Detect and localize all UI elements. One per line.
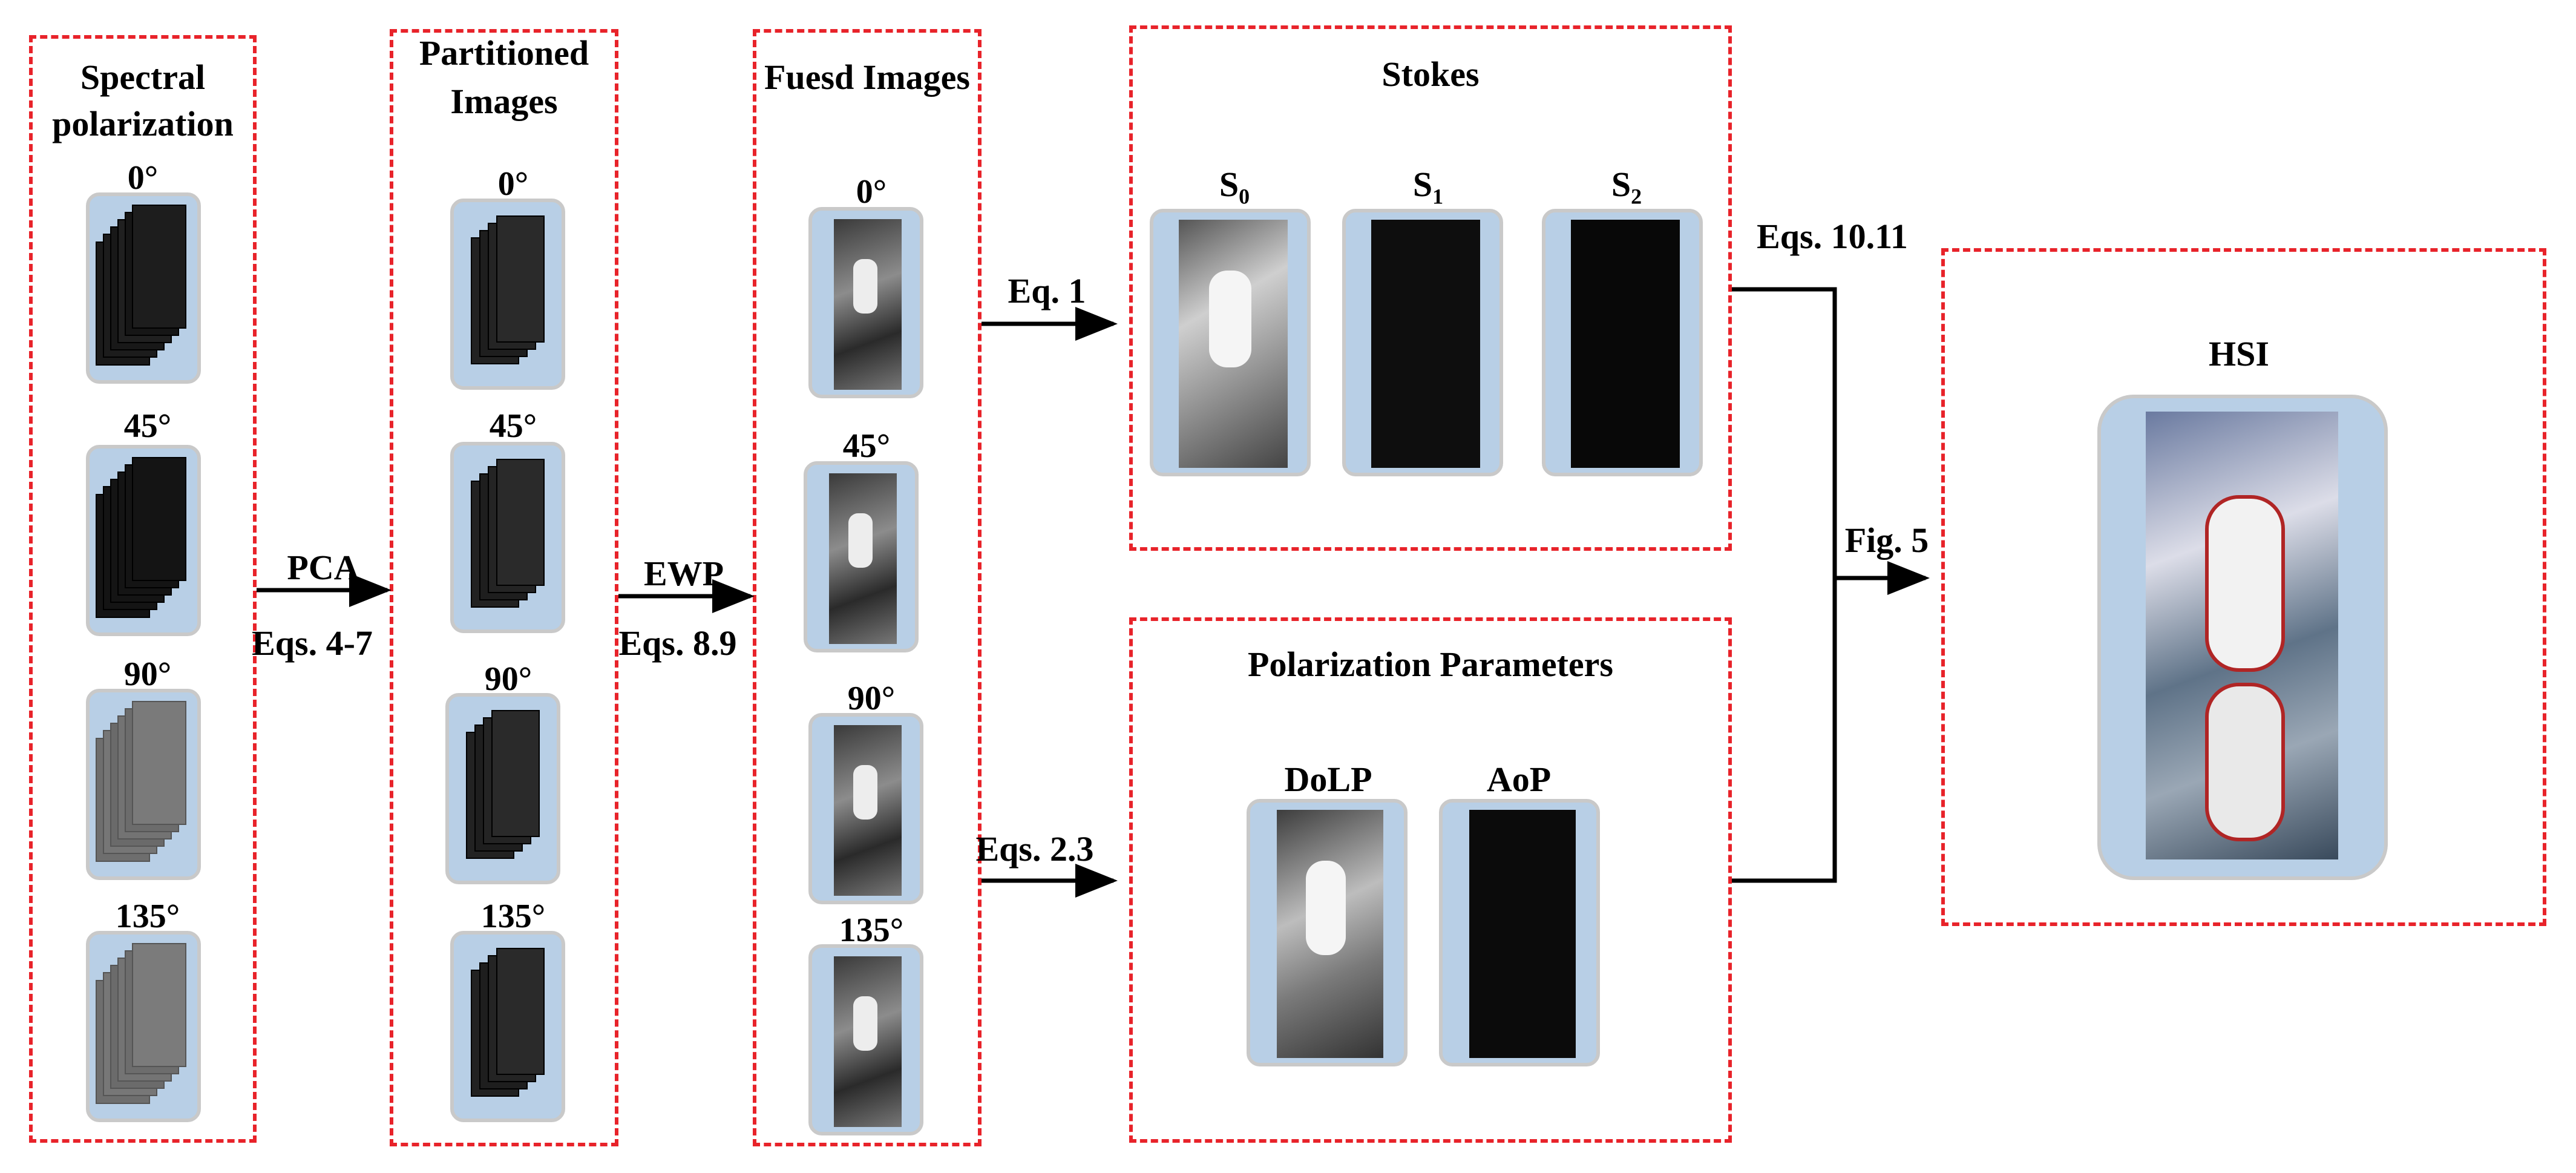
fused-title: Fuesd Images bbox=[764, 58, 970, 97]
spectral-stack-45 bbox=[86, 445, 201, 636]
partitioned-stack-135 bbox=[450, 931, 565, 1122]
pca-eqs-label: Eqs. 4-7 bbox=[252, 623, 373, 663]
partitioned-stack-45 bbox=[450, 442, 565, 633]
stokes-s2-image bbox=[1542, 209, 1703, 476]
stokes-s0-label: S0 bbox=[1219, 165, 1250, 209]
eqs23-label: Eqs. 2.3 bbox=[975, 829, 1094, 869]
hsi-image bbox=[2097, 395, 2388, 880]
dolp-image bbox=[1247, 799, 1408, 1066]
partitioned-stack-0 bbox=[450, 199, 565, 390]
stokes-s1-image bbox=[1342, 209, 1503, 476]
partitioned-angle-0: 0° bbox=[497, 165, 529, 203]
fused-angle-0: 0° bbox=[856, 173, 887, 211]
fused-images-box bbox=[753, 29, 982, 1146]
spectral-title-line2: polarization bbox=[52, 104, 234, 143]
spectral-stack-135 bbox=[86, 931, 201, 1122]
eq1-label: Eq. 1 bbox=[1008, 271, 1086, 310]
partitioned-angle-45: 45° bbox=[489, 407, 537, 445]
partitioned-angle-135: 135° bbox=[480, 898, 546, 935]
partitioned-title-line1: Partitioned bbox=[419, 33, 589, 73]
partitioned-angle-90: 90° bbox=[484, 660, 533, 698]
hsi-box bbox=[1941, 248, 2546, 926]
spectral-polarization-box bbox=[29, 35, 257, 1143]
fused-angle-135: 135° bbox=[839, 912, 904, 949]
dolp-label: DoLP bbox=[1284, 760, 1372, 799]
ewp-eqs-label: Eqs. 8.9 bbox=[618, 623, 737, 663]
fused-image-45 bbox=[804, 461, 919, 652]
spectral-angle-90: 90° bbox=[123, 656, 172, 693]
stokes-box bbox=[1129, 25, 1732, 551]
polarization-parameters-box bbox=[1129, 617, 1732, 1143]
polarization-parameters-title: Polarization Parameters bbox=[1248, 645, 1613, 684]
ewp-label: EWP bbox=[643, 554, 724, 593]
stokes-s2-label: S2 bbox=[1611, 165, 1642, 209]
fused-angle-90: 90° bbox=[847, 680, 896, 717]
spectral-angle-45: 45° bbox=[123, 407, 172, 445]
spectral-stack-90 bbox=[86, 689, 201, 880]
stokes-title: Stokes bbox=[1381, 54, 1480, 94]
spectral-angle-0: 0° bbox=[127, 159, 159, 197]
spectral-title-line1: Spectral bbox=[80, 58, 206, 97]
partitioned-title-line2: Images bbox=[450, 82, 558, 121]
fused-image-0 bbox=[808, 207, 923, 398]
partitioned-stack-90 bbox=[445, 693, 560, 884]
hsi-title: HSI bbox=[2209, 334, 2269, 373]
fused-angle-45: 45° bbox=[842, 427, 891, 465]
pca-label: PCA bbox=[287, 548, 359, 587]
spectral-stack-0 bbox=[86, 192, 201, 384]
fused-image-135 bbox=[808, 944, 923, 1135]
eqs1011-label: Eqs. 10.11 bbox=[1757, 217, 1908, 256]
fused-image-90 bbox=[808, 713, 923, 904]
stokes-s1-label: S1 bbox=[1412, 165, 1444, 209]
aop-label: AoP bbox=[1486, 760, 1552, 799]
aop-image bbox=[1439, 799, 1600, 1066]
stokes-s0-image bbox=[1150, 209, 1311, 476]
fig5-label: Fig. 5 bbox=[1844, 521, 1929, 560]
stokes-to-junction bbox=[1732, 287, 1837, 883]
spectral-angle-135: 135° bbox=[115, 898, 180, 935]
partitioned-images-box bbox=[390, 29, 618, 1146]
